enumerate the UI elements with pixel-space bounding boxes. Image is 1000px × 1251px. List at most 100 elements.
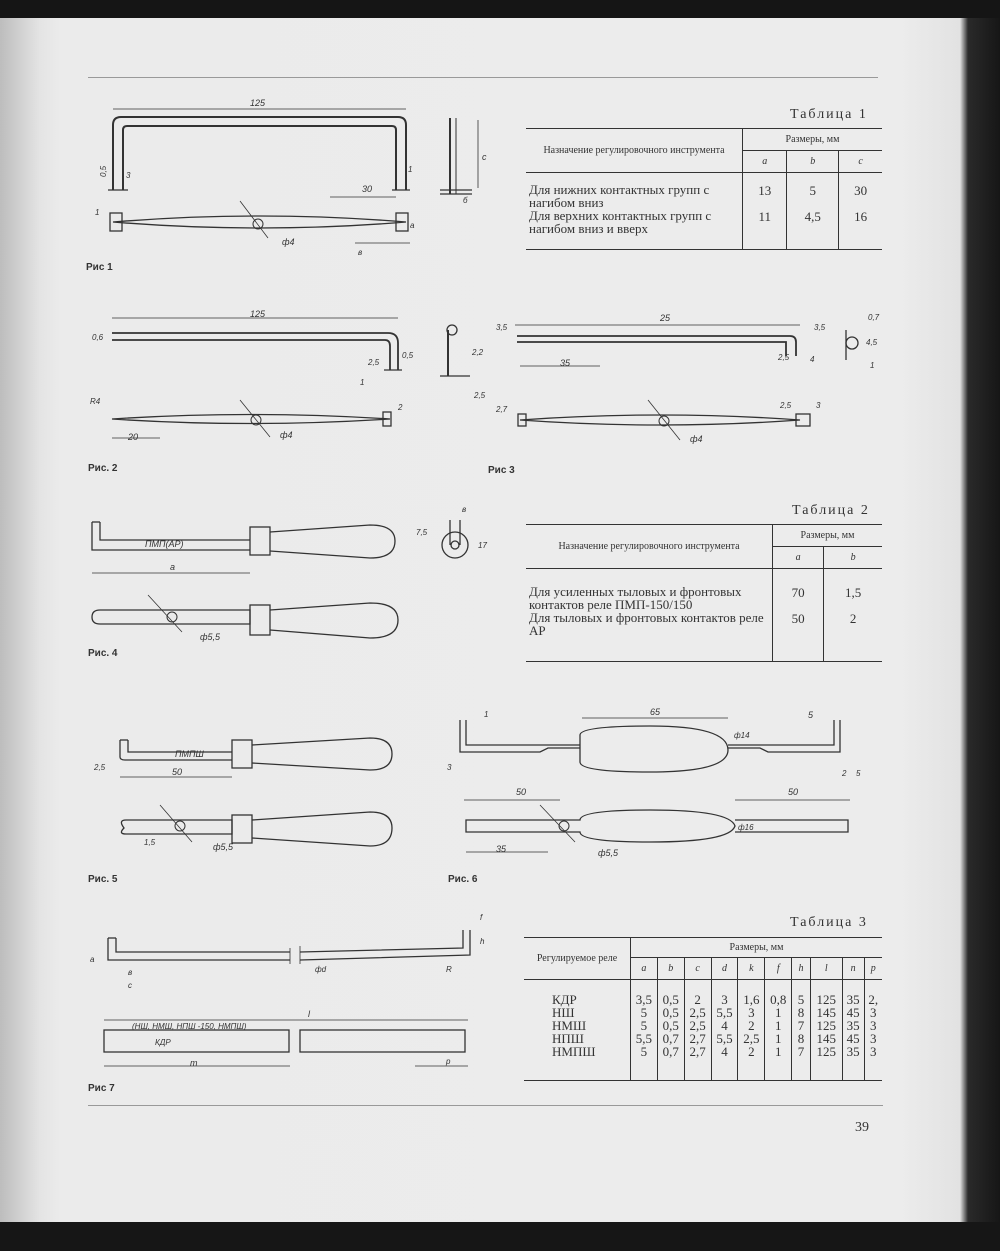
table-2-col-a: a	[772, 546, 825, 569]
figure-2-caption: Рис. 2	[88, 463, 118, 474]
fig1-dim-a: a	[410, 221, 415, 230]
table-3-spacer-cell	[864, 1058, 882, 1080]
table-3-cell-n: 35	[842, 1045, 865, 1058]
table-3-cell-b: 0,5	[657, 979, 685, 1006]
table-2-row-1-b: 1,5	[844, 585, 862, 600]
fig5-dim-50: 50	[172, 767, 182, 777]
table-3-row-label: НПШ	[524, 1032, 631, 1045]
fig5-dim-dia: ф5,5	[213, 842, 234, 852]
fig1-dim-05: 0,5	[99, 165, 108, 177]
fig3-dim-25b: 2,5	[777, 353, 790, 362]
fig3-dim-35a: 3,5	[496, 323, 508, 332]
fig2-dim-22: 2,2	[471, 348, 484, 357]
table-3-cell-a: 5	[630, 1019, 658, 1032]
table-2-row-1-a: 70	[772, 568, 825, 611]
table-1-dims-head: Размеры, мм	[742, 128, 882, 151]
fig3-dim-45: 4,5	[866, 338, 878, 347]
table-3-spacer-cell	[791, 1058, 811, 1080]
table-2-row-2-label: Для тыловых и фронтовых контактов реле А…	[526, 611, 773, 661]
fig5-dim-15: 1,5	[144, 838, 156, 847]
fig6-dim-35: 35	[496, 844, 507, 854]
fig3-dim-25: 25	[659, 313, 671, 323]
figure-3-drawing: 25 3,5 3,5 35 2,5 4 2,5 0,7 4,5 1 2,7 ф4…	[495, 313, 880, 444]
fig3-dim-27: 2,7	[495, 405, 508, 414]
fig7-dim-f: f	[480, 913, 483, 922]
fig7-dim-h: h	[480, 937, 485, 946]
figure-1-drawing: 125 0,5 3 1 30 c 1 б a в ф4	[95, 98, 487, 257]
table-3-cell-f: 1	[764, 1006, 793, 1019]
fig7-dim-m: m	[190, 1058, 198, 1068]
table-3-cell-h: 8	[791, 1006, 811, 1019]
fig1-dim-length: 125	[250, 98, 266, 108]
figure-4-drawing: ПМП(АР) a ф5,5 в 7,5 17	[91, 505, 487, 642]
table-3-cell-d: 5,5	[711, 1032, 739, 1045]
table-3-cell-a: 5,5	[630, 1032, 658, 1045]
table-3-cell-f: 1	[764, 1045, 793, 1058]
figure-2-drawing: 125 0,6 2,5 0,5 1 R4 20 ф4 2 2,2 2,5	[90, 309, 486, 442]
table-3-cell-c: 2,7	[684, 1032, 712, 1045]
table-3-row-label: НМПШ	[524, 1045, 631, 1058]
fig2-dim-r4: R4	[90, 397, 101, 406]
fig6-dim-65: 65	[650, 707, 661, 717]
fig4-dim-75: 7,5	[416, 528, 428, 537]
table-3-cell-f: 1	[764, 1032, 793, 1045]
table-3-cell-h: 5	[791, 979, 811, 1006]
fig2-dim-2: 2	[397, 403, 403, 412]
table-1-col-b: b	[786, 150, 840, 173]
fig7-dim-l: l	[308, 1009, 311, 1019]
table-1-row-1-b: 5	[786, 172, 840, 209]
table-3-cell-n: 45	[842, 1032, 865, 1045]
figure-7-drawing: a в c фd R f h l (НШ, НМШ, НПШ -150, НМП…	[90, 913, 485, 1068]
fig2-dim-length: 125	[250, 309, 266, 319]
table-3-cell-h: 8	[791, 1032, 811, 1045]
table-2-col-head: Назначение регулировочного инструмента	[526, 524, 773, 569]
table-3-col-b: b	[657, 957, 685, 980]
fig6-dim-3: 3	[447, 763, 452, 772]
table-2: Назначение регулировочного инструмента Р…	[526, 524, 882, 662]
table-2-col-b: b	[823, 546, 882, 569]
figure-1-caption: Рис 1	[86, 262, 113, 273]
figure-5-drawing: ПМПШ 2,5 50 1,5 ф5,5	[93, 737, 393, 852]
table-3-cell-b: 0,7	[657, 1045, 685, 1058]
table-1-col-c: c	[838, 150, 882, 173]
fig6-dim-dia16: ф16	[738, 823, 754, 832]
table-3-col-h: h	[791, 957, 811, 980]
fig1-dim-dia: ф4	[282, 237, 295, 247]
table-3-cell-d: 4	[711, 1019, 739, 1032]
fig5-dim-25: 2,5	[93, 763, 106, 772]
table-1-row-1-label: Для нижних контактных групп с нагибом вн…	[526, 172, 743, 209]
table-3-col-a: a	[630, 957, 658, 980]
table-1-row-2-label: Для верхних контактных групп с нагибом в…	[526, 209, 743, 249]
table-3-cell-n: 35	[842, 1019, 865, 1032]
fig1-dim-3: 3	[126, 171, 131, 180]
fig6-dim-1: 1	[484, 710, 488, 719]
fig6-dim-5a: 5	[808, 710, 814, 720]
table-3-cell-l: 125	[810, 979, 843, 1006]
table-2-row-2-a: 50	[772, 611, 825, 661]
fig3-dim-4: 4	[810, 355, 815, 364]
table-1-row-1-c: 30	[854, 183, 868, 198]
fig7-dim-a: a	[90, 955, 95, 964]
fig6-dim-5b: 5	[856, 769, 861, 778]
table-3-col-d: d	[711, 957, 739, 980]
fig1-dim-v: в	[358, 248, 362, 257]
table-3-cell-d: 4	[711, 1045, 739, 1058]
fig6-dim-dia14: ф14	[734, 731, 750, 740]
fig2-dim-06: 0,6	[92, 333, 104, 342]
table-3-spacer-cell	[810, 1058, 843, 1080]
table-3-col-p: p	[864, 957, 882, 980]
table-3-col-head: Регулируемое реле	[524, 937, 631, 980]
table-3-cell-p: 3	[870, 1044, 877, 1059]
table-3-row-label: НШ	[524, 1006, 631, 1019]
table-1-row-2-b: 4,5	[786, 209, 840, 249]
table-3-cell-k: 2	[737, 1045, 766, 1058]
fig4-label: ПМП(АР)	[145, 539, 184, 549]
fig2-dim-25: 2,5	[367, 358, 380, 367]
table-3-spacer-cell	[842, 1058, 865, 1080]
table-1-row-2-c: 16	[854, 209, 868, 224]
